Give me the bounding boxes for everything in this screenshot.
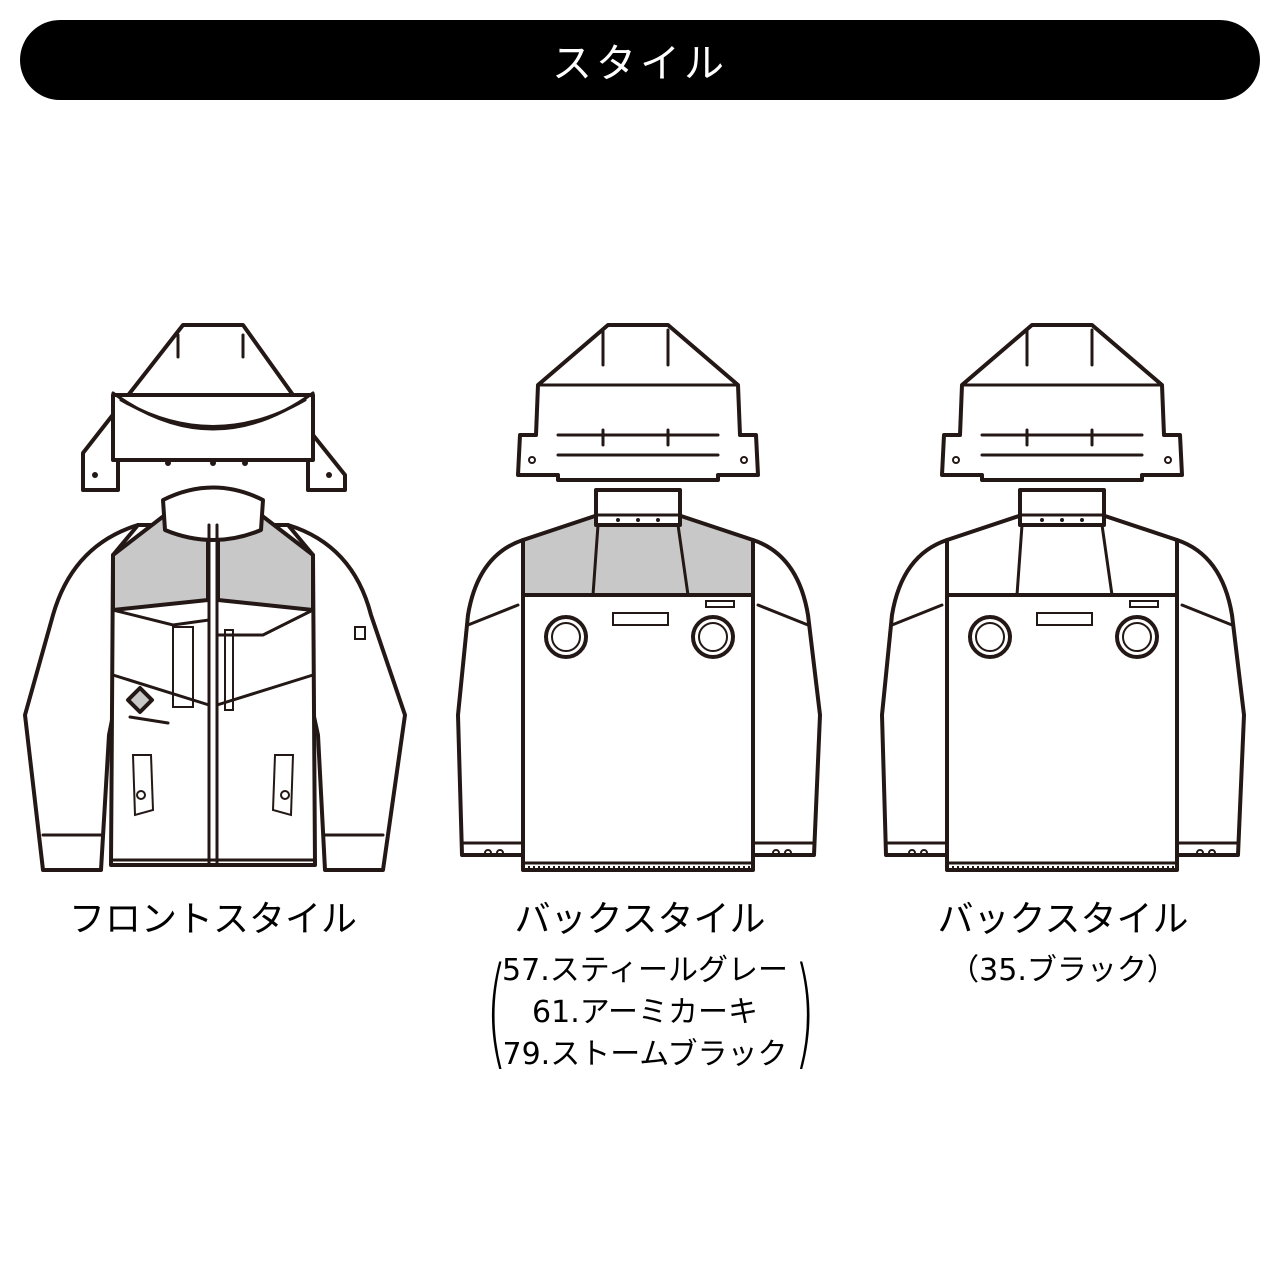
front-jacket-drawing (23, 323, 407, 872)
front-style-caption: フロントスタイル (68, 899, 357, 940)
back-jacket-plain-drawing (880, 323, 1246, 872)
variant-black: （35.ブラック） (949, 953, 1177, 988)
back-style-black-caption: バックスタイル (937, 899, 1189, 940)
back-jacket-gray-yoke-drawing (456, 323, 822, 872)
back-hood (940, 323, 1184, 482)
back-style-color-caption: バックスタイル (514, 899, 766, 940)
front-collar (161, 485, 265, 542)
variant-list: 57.スティールグレー 61.アーミカーキ 79.ストームブラック (502, 950, 788, 1076)
front-right-sleeve (286, 523, 407, 872)
back-hood (516, 323, 760, 482)
left-paren: ( (486, 943, 508, 1082)
back-fan-left (544, 615, 588, 659)
right-paren: ) (794, 943, 816, 1082)
back-fan-right (1115, 615, 1159, 659)
back-style-color-variants: ( 57.スティールグレー 61.アーミカーキ 79.ストームブラック ) (480, 943, 816, 1082)
back-style-color-illustration (438, 315, 838, 890)
section-header: スタイル (20, 20, 1260, 100)
variant-army-khaki: 61.アーミカーキ (532, 995, 758, 1030)
section-title: スタイル (552, 41, 728, 87)
variant-steel-grey: 57.スティールグレー (502, 953, 788, 988)
variant-storm-black: 79.ストームブラック (502, 1037, 788, 1072)
front-hood (81, 323, 347, 492)
front-left-sleeve (23, 523, 140, 872)
back-fan-left (968, 615, 1012, 659)
back-fan-right (691, 615, 735, 659)
back-style-black-illustration (862, 315, 1262, 890)
front-style-illustration (13, 315, 413, 890)
